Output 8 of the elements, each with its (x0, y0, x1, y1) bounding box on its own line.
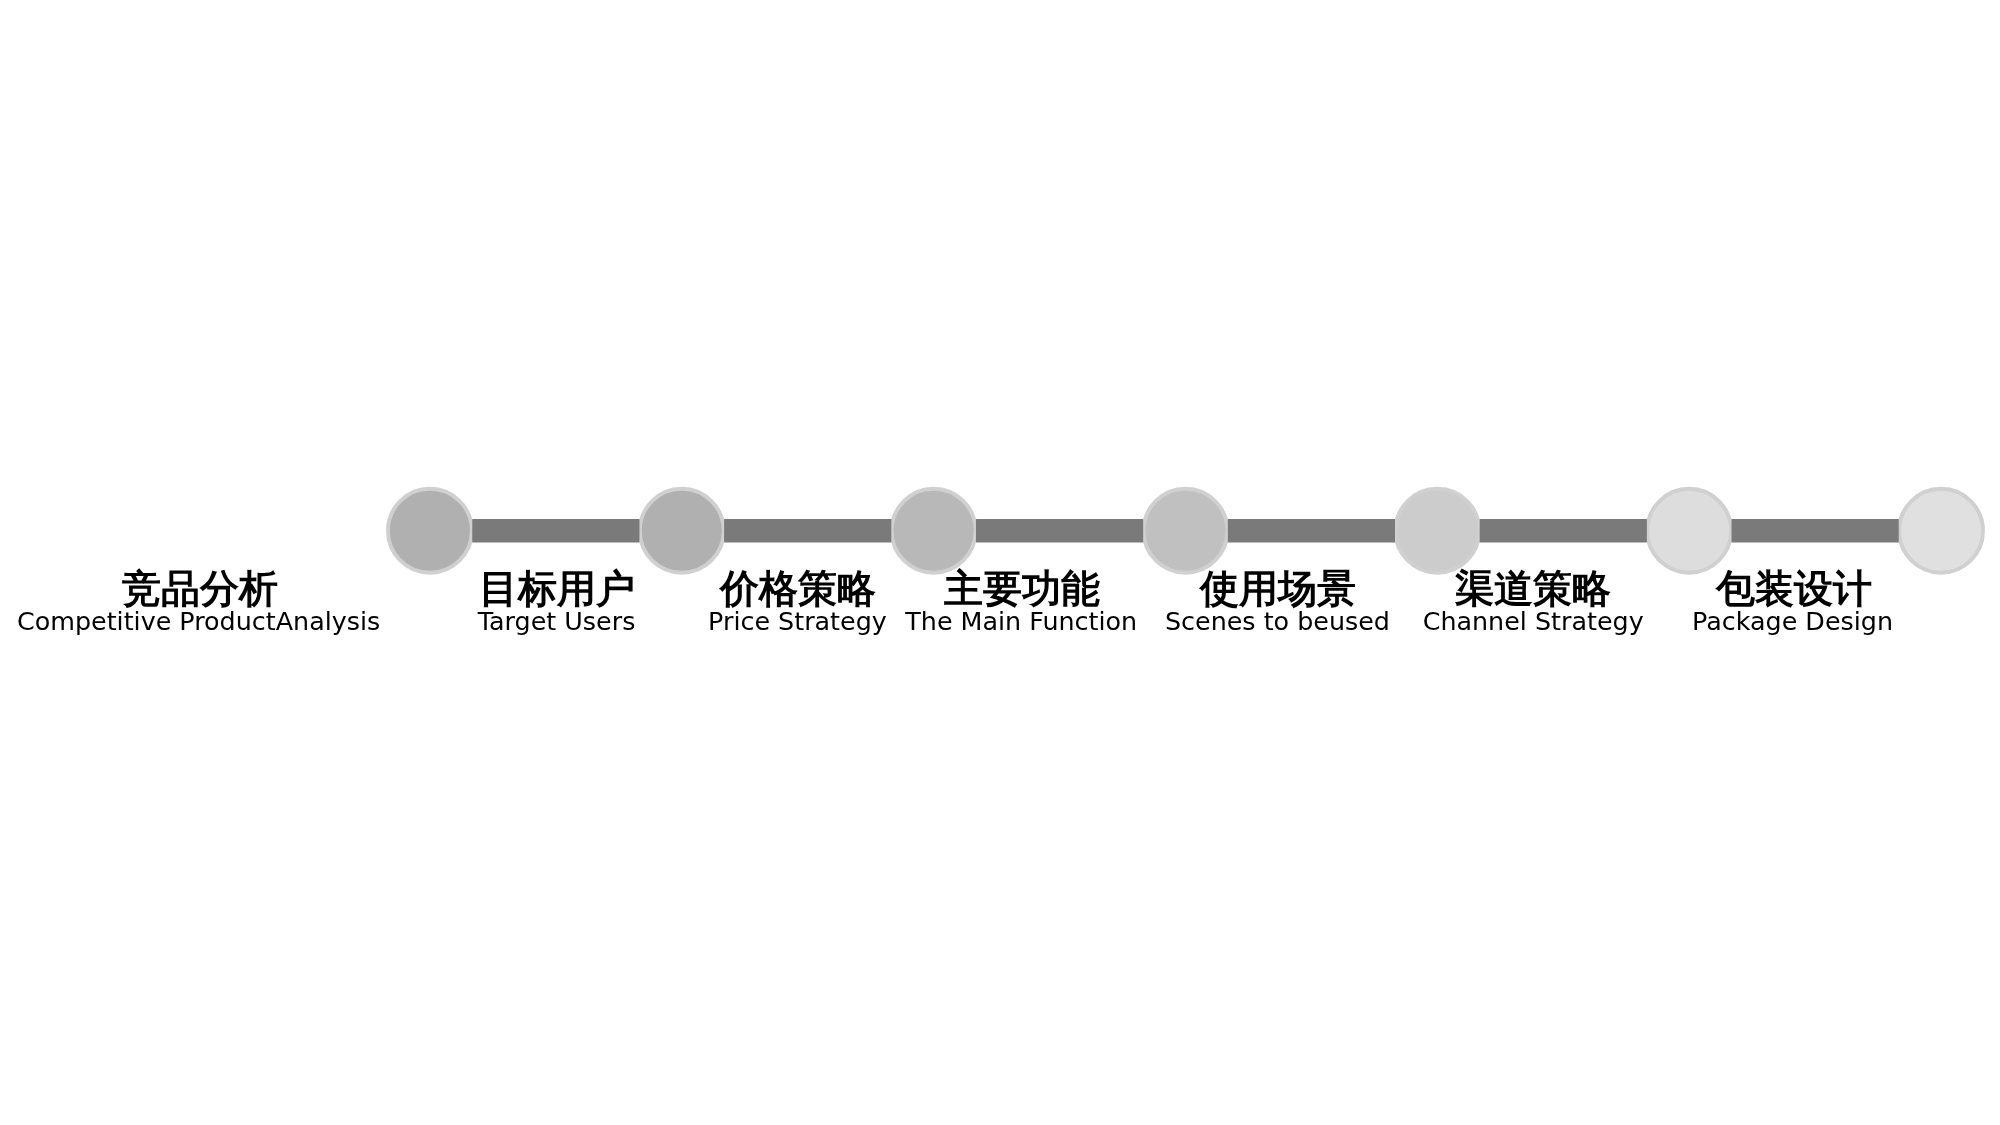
connector (1731, 518, 1899, 542)
connector (975, 518, 1144, 542)
connector (1227, 518, 1395, 542)
node-circle (386, 486, 474, 575)
node-circle (1897, 486, 1985, 575)
connector (472, 518, 640, 542)
connector (724, 518, 892, 542)
connector (1479, 518, 1647, 542)
